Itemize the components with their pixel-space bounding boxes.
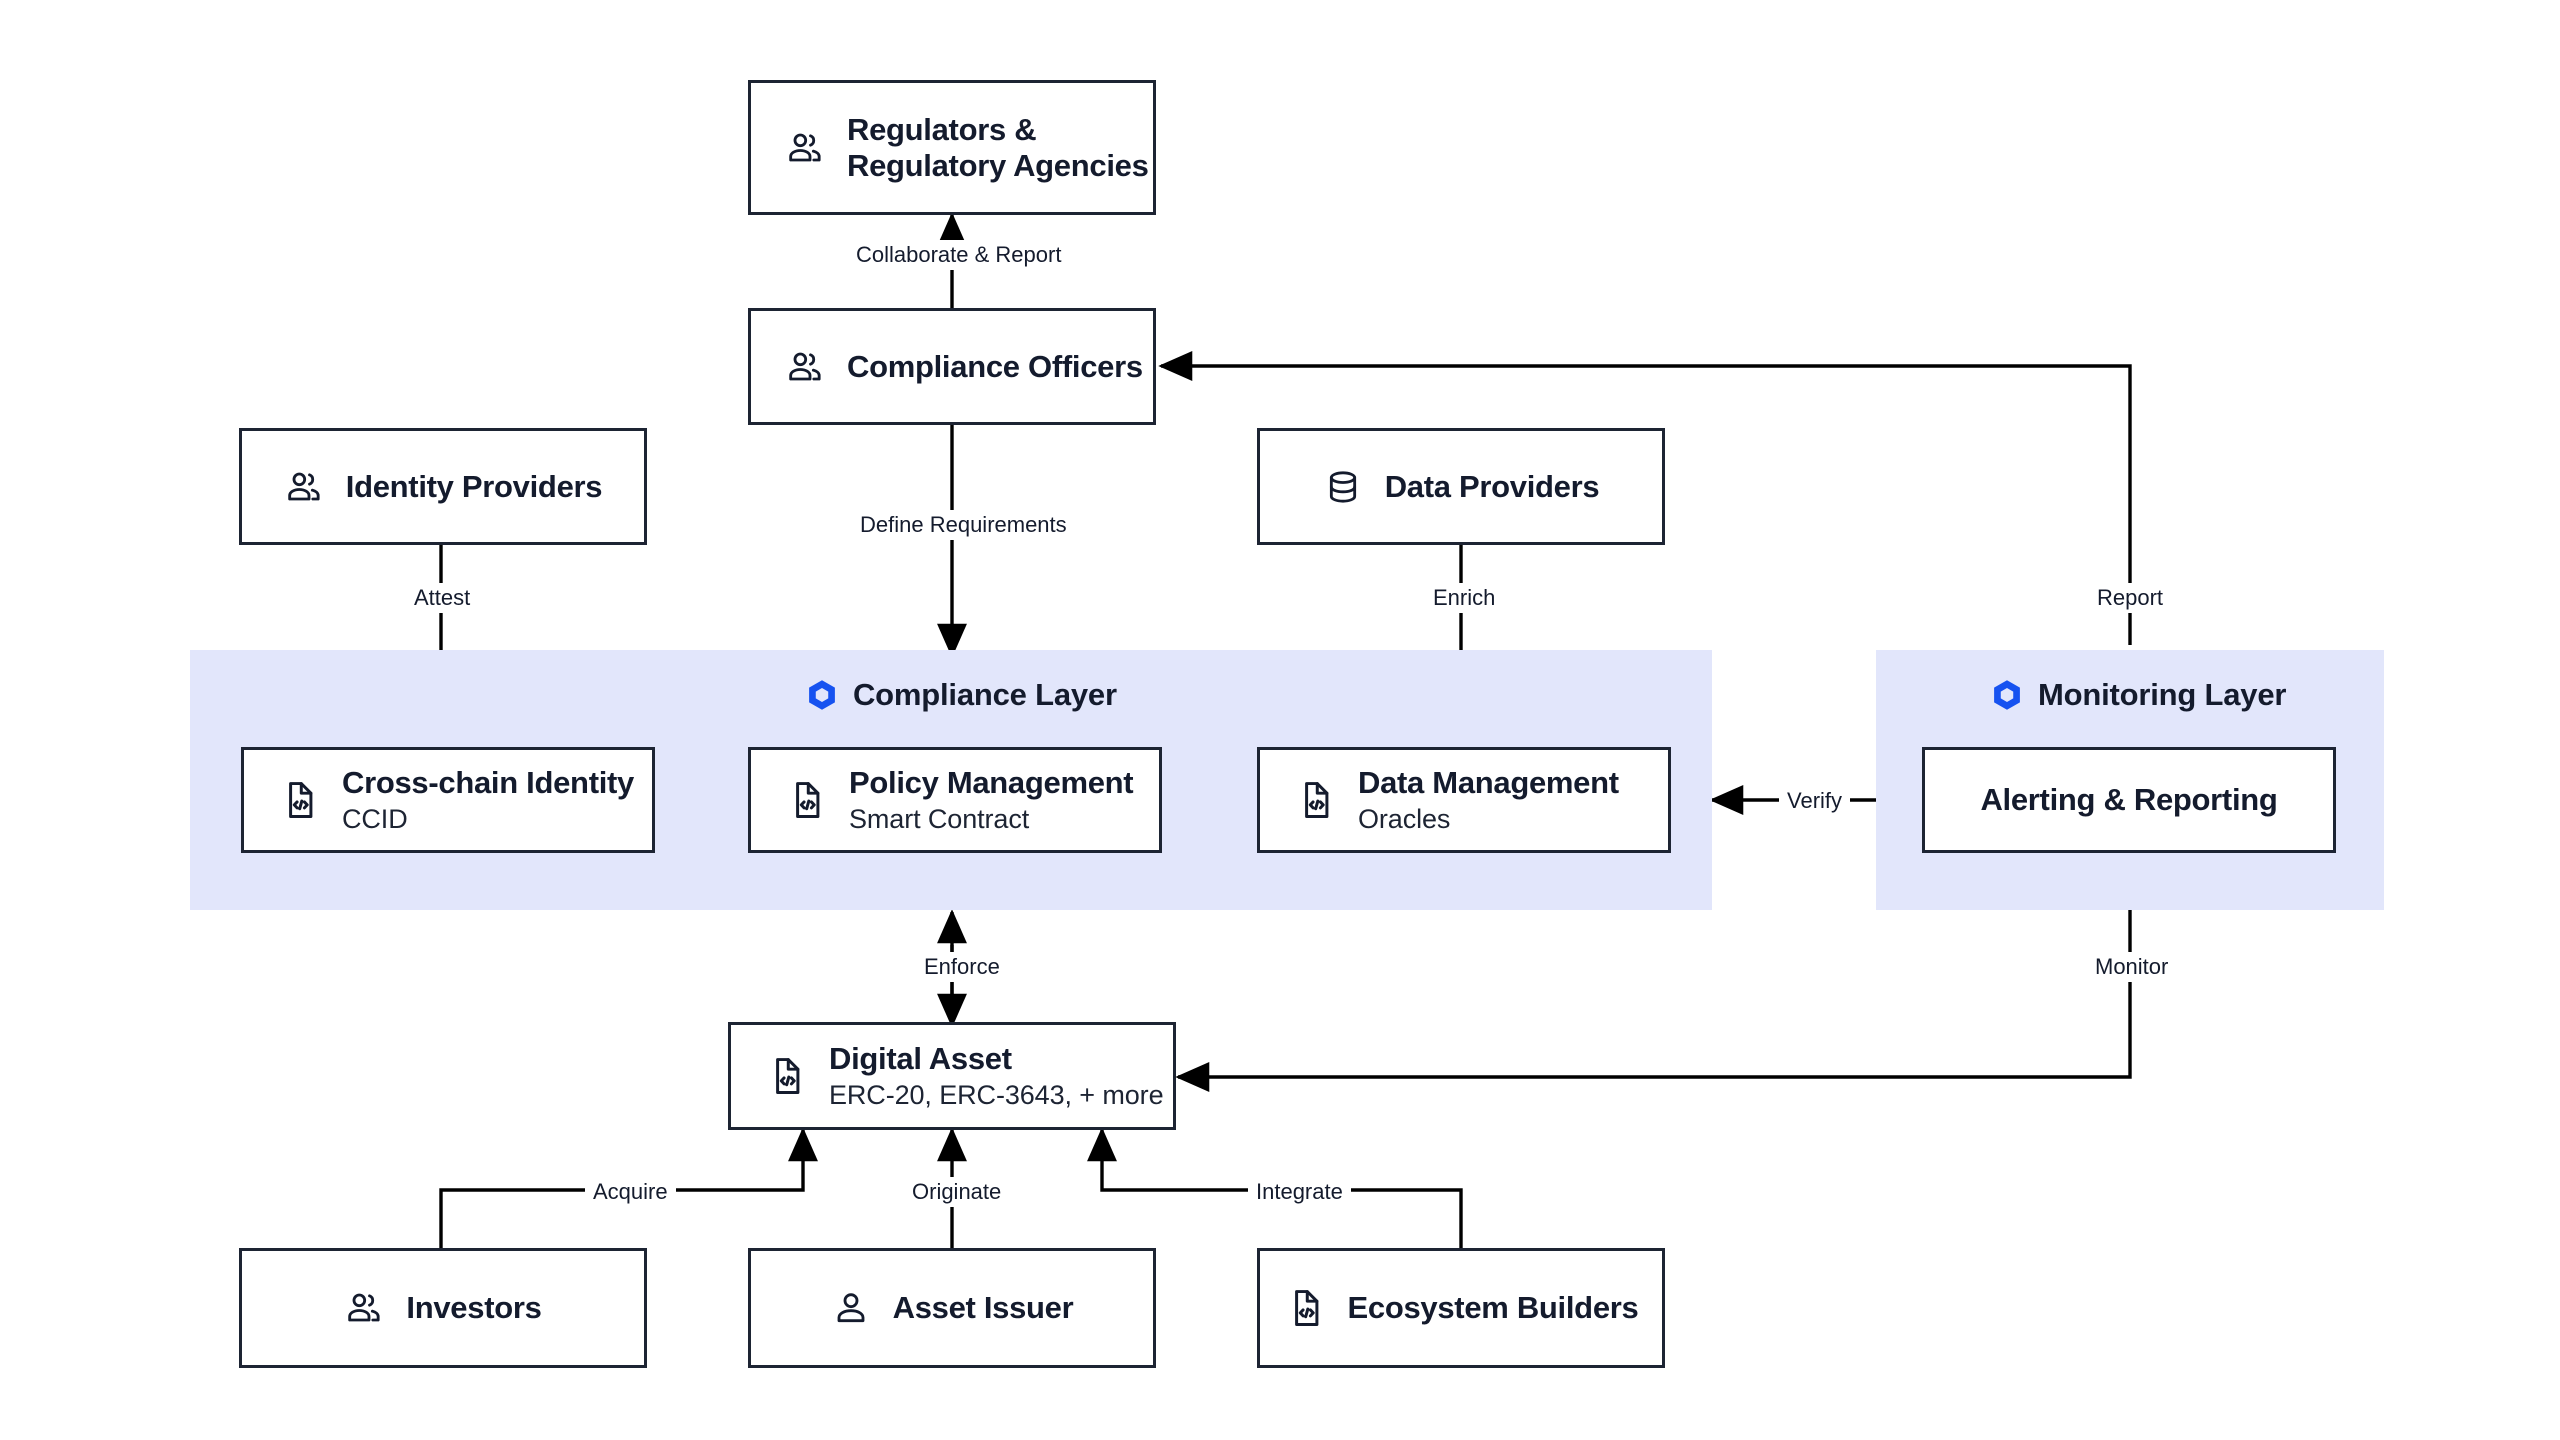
hexagon-icon <box>809 680 835 710</box>
node-compliance-officers[interactable]: Compliance Officers <box>748 308 1156 425</box>
edge-label-enrich: Enrich <box>1425 583 1504 613</box>
edge-label-originate: Originate <box>904 1177 1010 1207</box>
node-ecosystem-builders[interactable]: Ecosystem Builders <box>1257 1248 1665 1368</box>
node-asset-issuer[interactable]: Asset Issuer <box>748 1248 1156 1368</box>
node-title: Compliance Officers <box>847 348 1143 384</box>
node-title: Asset Issuer <box>892 1290 1074 1326</box>
contract-code-icon <box>796 782 820 818</box>
node-title: Ecosystem Builders <box>1347 1290 1639 1326</box>
node-policy-management[interactable]: Policy Management Smart Contract <box>748 747 1162 853</box>
node-identity-providers[interactable]: Identity Providers <box>239 428 647 545</box>
node-title: Regulators & Regulatory Agencies <box>847 111 1149 183</box>
node-subtitle: Oracles <box>1358 803 1451 834</box>
contract-code-icon <box>1294 1290 1318 1326</box>
node-subtitle: CCID <box>342 803 408 834</box>
edge-label-define-requirements: Define Requirements <box>852 510 1075 540</box>
node-regulators[interactable]: Regulators & Regulatory Agencies <box>748 80 1156 215</box>
node-title: Investors <box>406 1290 542 1326</box>
node-title: Digital Asset <box>829 1040 1012 1076</box>
edge-label-enforce: Enforce <box>916 952 1008 982</box>
edge-label-monitor: Monitor <box>2087 952 2177 982</box>
compliance-layer-title: Compliance Layer <box>805 677 1117 713</box>
users-icon <box>348 1293 381 1322</box>
users-icon <box>789 133 821 161</box>
contract-code-icon <box>1305 782 1329 818</box>
node-title: Data Providers <box>1384 468 1600 504</box>
users-icon <box>789 352 821 380</box>
node-title: Policy Management <box>849 764 1134 800</box>
node-title: Identity Providers <box>345 468 603 504</box>
edge-label-acquire: Acquire <box>585 1177 676 1207</box>
database-icon <box>1329 470 1356 503</box>
node-data-management[interactable]: Data Management Oracles <box>1257 747 1671 853</box>
node-data-providers[interactable]: Data Providers <box>1257 428 1665 545</box>
edge-label-attest: Attest <box>406 583 479 613</box>
node-investors[interactable]: Investors <box>239 1248 647 1368</box>
edge-label-verify: Verify <box>1779 786 1851 816</box>
node-subtitle: Smart Contract <box>849 803 1030 834</box>
node-cross-chain-identity[interactable]: Cross-chain Identity CCID <box>241 747 655 853</box>
contract-code-icon <box>776 1058 800 1094</box>
contract-code-icon <box>289 782 313 818</box>
node-alerting-reporting[interactable]: Alerting & Reporting <box>1922 747 2336 853</box>
users-icon <box>288 472 320 500</box>
compliance-layer-label: Compliance Layer <box>853 677 1117 712</box>
node-digital-asset[interactable]: Digital Asset ERC-20, ERC-3643, + more <box>728 1022 1176 1130</box>
monitoring-layer-title: Monitoring Layer <box>1990 677 2286 713</box>
node-subtitle: ERC-20, ERC-3643, + more <box>829 1079 1164 1110</box>
edge-label-report: Report <box>2089 583 2172 613</box>
user-icon <box>837 1293 865 1323</box>
node-title: Cross-chain Identity <box>342 764 634 800</box>
hexagon-icon <box>1994 680 2020 710</box>
node-title: Alerting & Reporting <box>1980 782 2278 818</box>
node-title: Data Management <box>1358 764 1619 800</box>
edge-label-collaborate-report: Collaborate & Report <box>848 240 1070 270</box>
monitoring-layer-label: Monitoring Layer <box>2038 677 2287 712</box>
edge-label-integrate: Integrate <box>1248 1177 1351 1207</box>
